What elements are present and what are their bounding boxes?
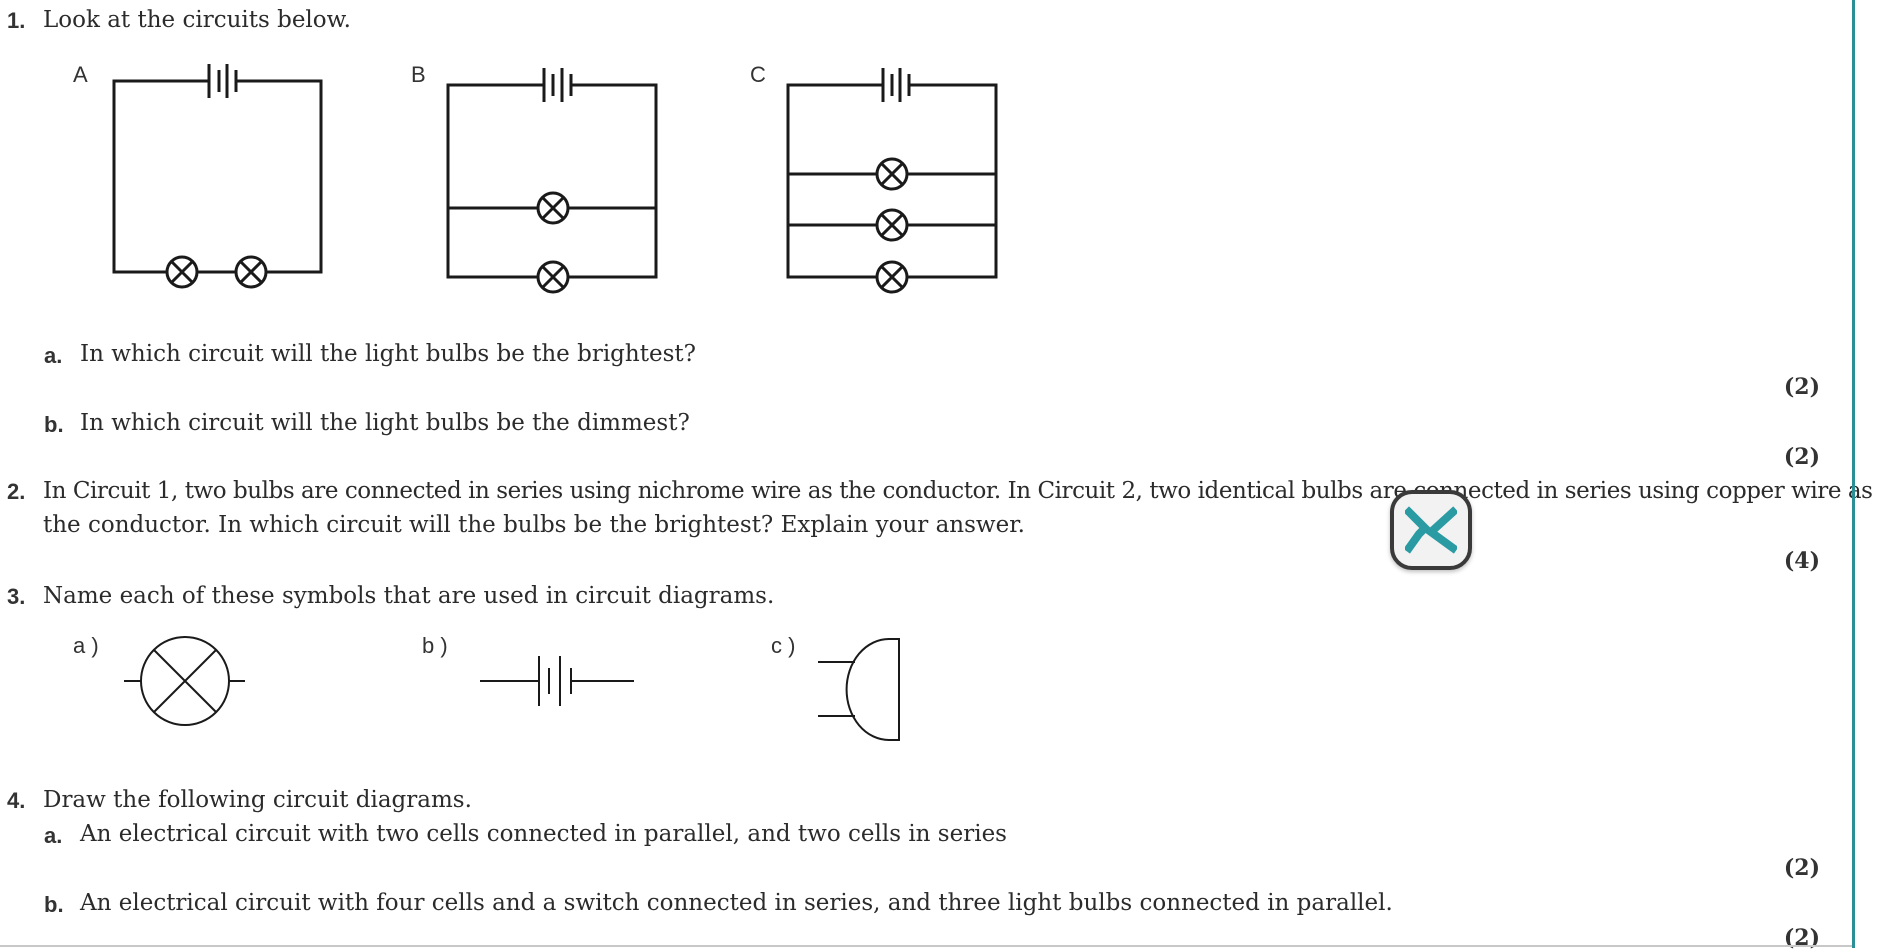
page-bottom-divider xyxy=(0,945,1852,947)
question-4b-text: An electrical circuit with four cells an… xyxy=(80,890,1393,916)
question-1a-label: a. xyxy=(44,343,63,368)
question-2-line-1: In Circuit 1, two bulbs are connected in… xyxy=(43,478,1873,504)
page-edge-rule xyxy=(1852,0,1855,948)
question-3-number: 3. xyxy=(7,584,26,609)
question-4a-label: a. xyxy=(44,823,63,848)
question-1-text: Look at the circuits below. xyxy=(43,7,351,33)
buzzer-symbol-icon xyxy=(818,638,900,741)
question-1b-text: In which circuit will the light bulbs be… xyxy=(80,410,690,436)
question-1b-marks: (2) xyxy=(1783,444,1820,470)
circuit-a xyxy=(112,64,323,289)
question-2-line-2: the conductor. In which circuit will the… xyxy=(43,512,1025,538)
question-4-number: 4. xyxy=(7,788,26,813)
symbol-label-b: b ) xyxy=(422,633,448,658)
question-4-text: Draw the following circuit diagrams. xyxy=(43,787,472,813)
question-1b-label: b. xyxy=(44,412,64,437)
symbol-label-a: a ) xyxy=(73,633,99,658)
bulb-icon xyxy=(536,191,570,225)
circuit-label-c: C xyxy=(750,62,766,87)
bulb-icon xyxy=(875,260,909,294)
question-2-marks: (4) xyxy=(1783,548,1820,574)
circuit-label-b: B xyxy=(411,62,426,87)
question-4a-marks: (2) xyxy=(1783,855,1820,881)
bulb-icon xyxy=(875,208,909,242)
question-3-text: Name each of these symbols that are used… xyxy=(43,583,775,609)
symbol-label-c: c ) xyxy=(771,633,795,658)
bulb-icon xyxy=(536,260,570,294)
circuit-c xyxy=(786,68,998,294)
bulb-icon xyxy=(234,255,268,289)
close-button[interactable] xyxy=(1390,490,1472,570)
cell-symbol-icon xyxy=(480,656,634,706)
question-4a-text: An electrical circuit with two cells con… xyxy=(80,821,1007,847)
circuit-b xyxy=(446,68,658,294)
question-1a-text: In which circuit will the light bulbs be… xyxy=(80,341,696,367)
question-1-number: 1. xyxy=(7,8,26,33)
circuit-label-a: A xyxy=(73,62,88,87)
question-1a-marks: (2) xyxy=(1783,374,1820,400)
bulb-icon xyxy=(165,255,199,289)
question-2-number: 2. xyxy=(7,479,26,504)
close-x-icon xyxy=(1405,506,1457,554)
bulb-icon xyxy=(875,157,909,191)
question-4b-label: b. xyxy=(44,892,64,917)
lamp-symbol-icon xyxy=(124,636,245,726)
question-4b-marks: (2) xyxy=(1783,925,1820,951)
